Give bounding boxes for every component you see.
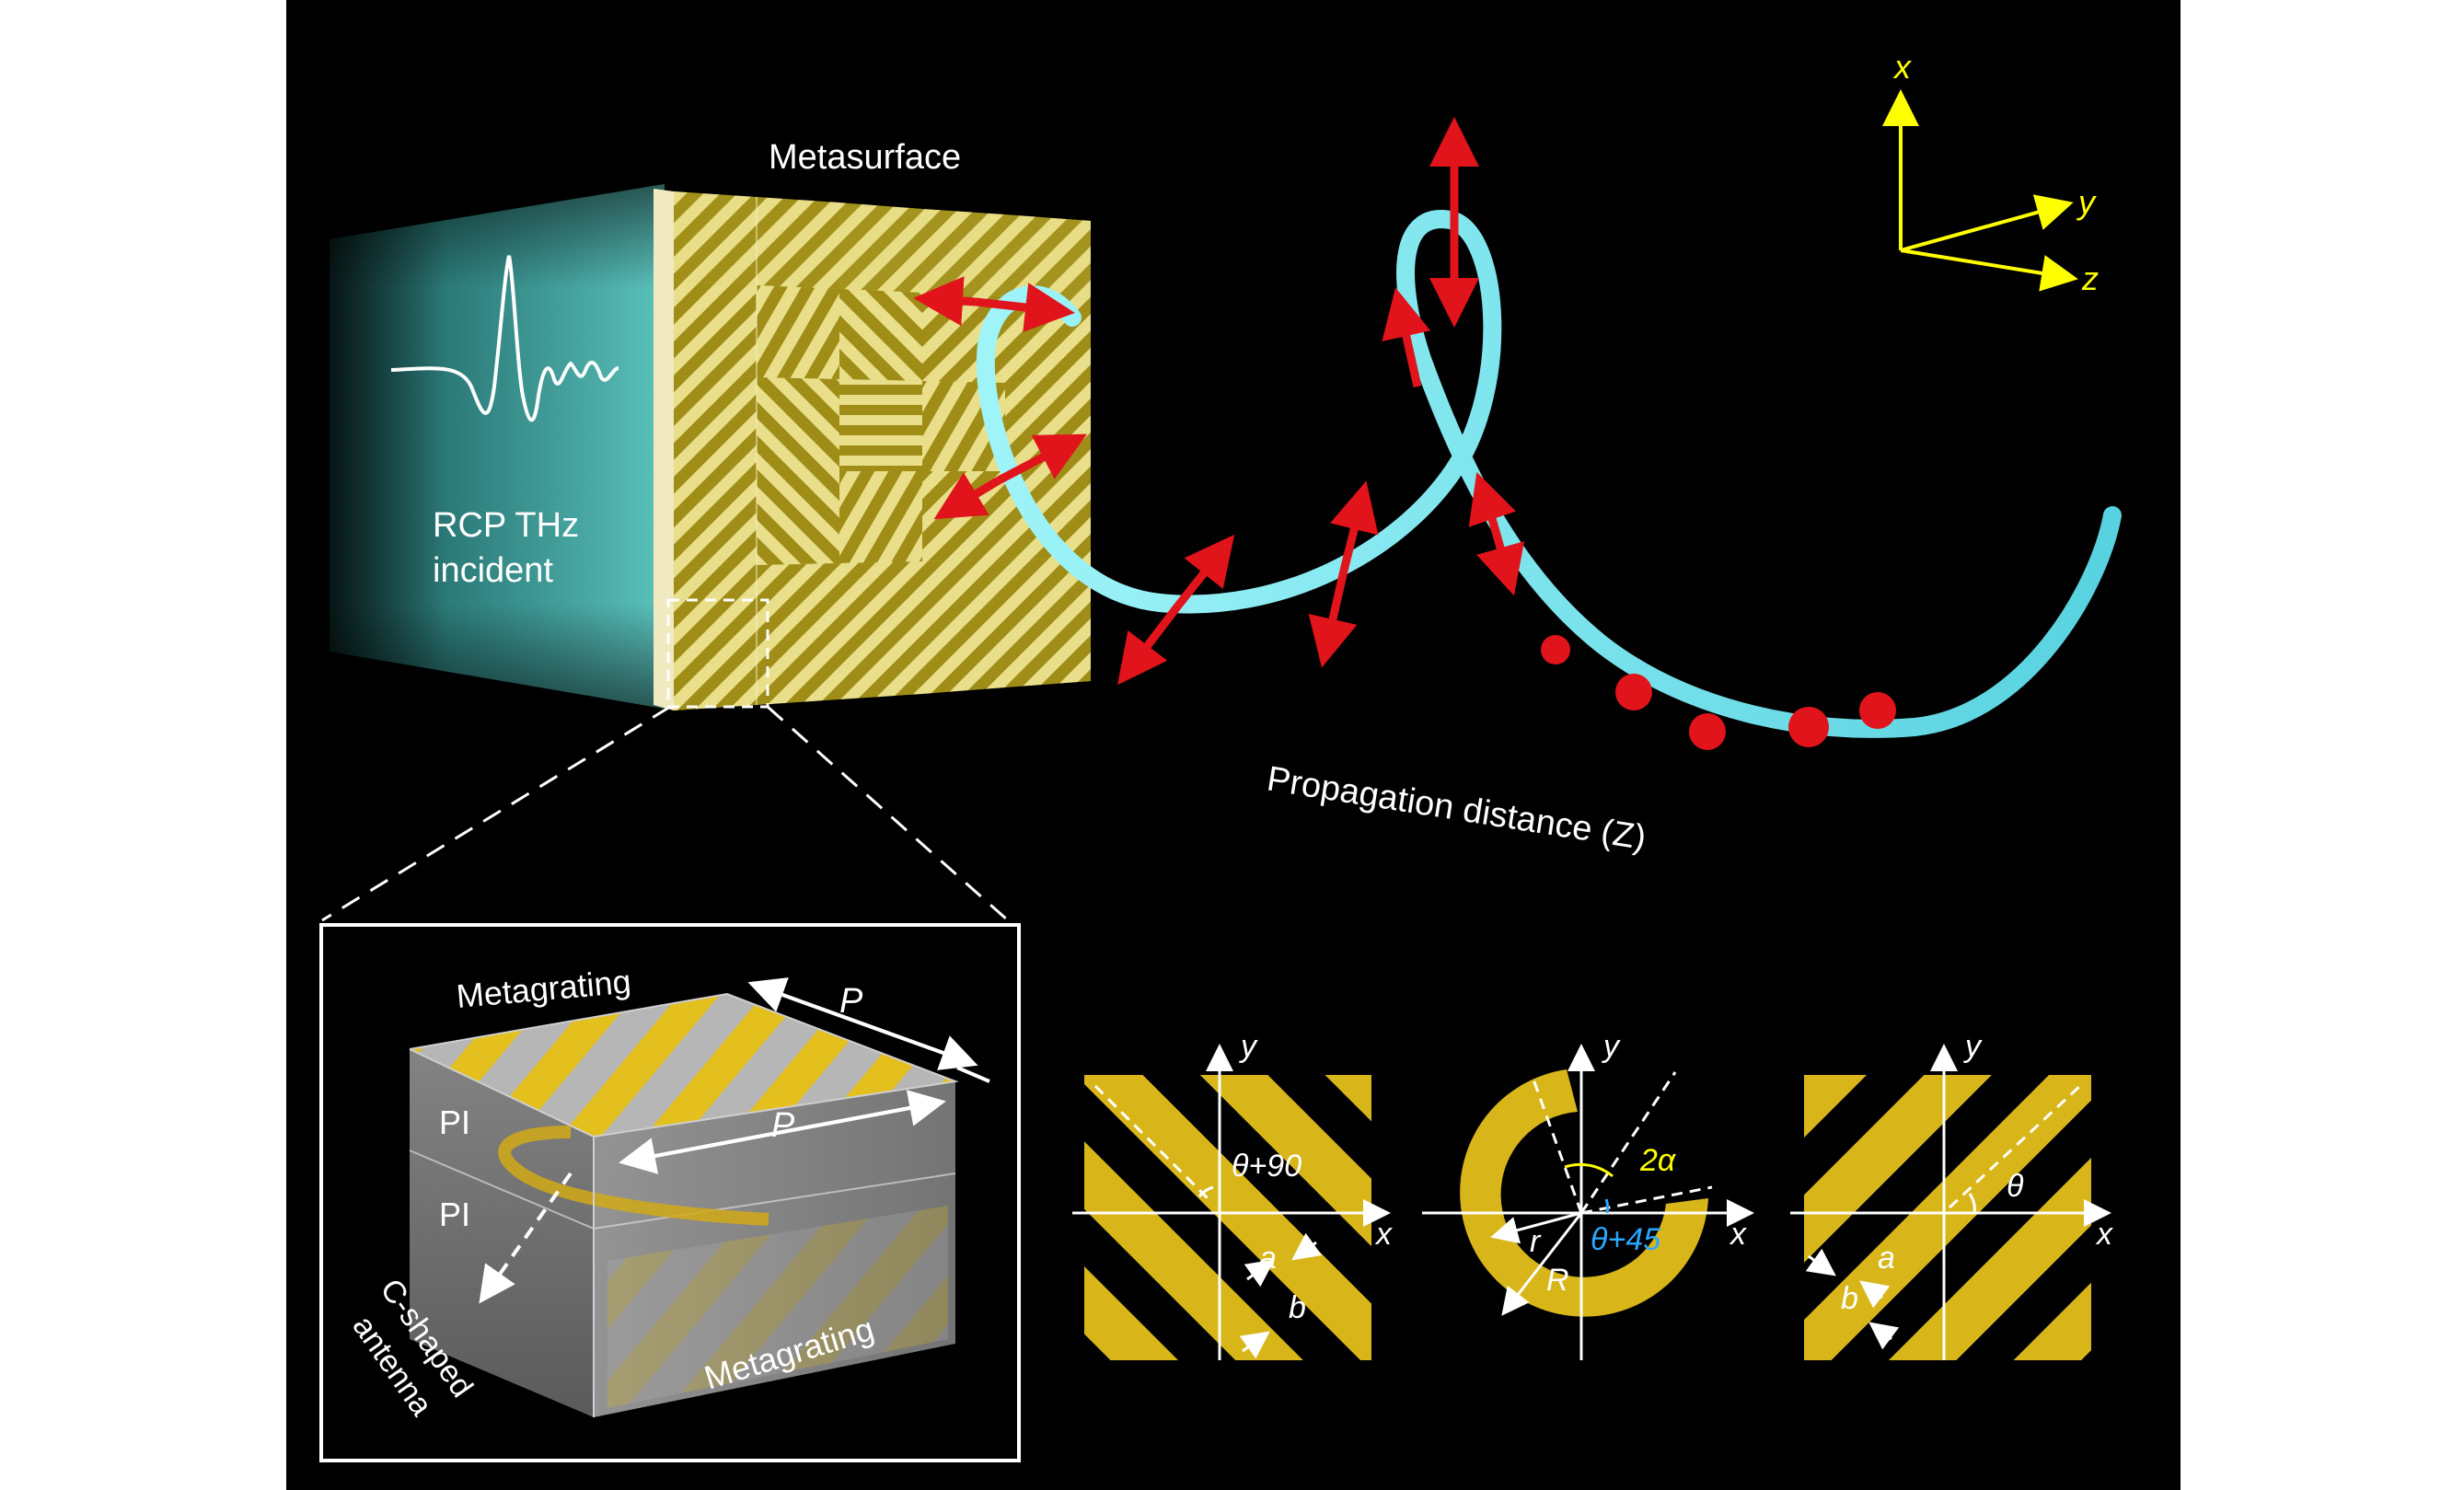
- zoom-guides: [321, 705, 1009, 922]
- polarization-dots: [1541, 635, 1896, 750]
- center-axis-x: x: [1729, 1217, 1747, 1252]
- center-angle-label: θ+45: [1591, 1222, 1660, 1257]
- unit-cell-inset: Metagrating Metagrating P P PI PI C-shap…: [319, 923, 1021, 1462]
- incident-beam: RCP THz incident: [330, 184, 665, 709]
- right-angle-label: θ: [2007, 1169, 2024, 1204]
- right-axis-x: x: [2095, 1217, 2113, 1252]
- inset-frame: [319, 923, 1021, 1462]
- axis-label-z: z: [2081, 260, 2099, 297]
- left-width-a: a: [1259, 1241, 1277, 1276]
- right-width-b: b: [1841, 1281, 1858, 1316]
- incident-label-line2: incident: [433, 551, 553, 590]
- pi-label-top: PI: [439, 1103, 470, 1141]
- axis-triad: [1882, 89, 2078, 292]
- left-axis-x: x: [1374, 1217, 1393, 1252]
- left-angle-label: θ+90: [1232, 1149, 1301, 1184]
- left-axis-y: y: [1239, 1029, 1258, 1064]
- c-ring-shape: [1460, 1069, 1708, 1317]
- axis-label-x: x: [1892, 48, 1913, 86]
- center-alpha-label: 2α: [1639, 1143, 1677, 1178]
- helix-path: [977, 210, 2122, 738]
- left-width-b: b: [1289, 1290, 1306, 1325]
- polarization-arrows: [913, 117, 1525, 686]
- right-width-a: a: [1878, 1241, 1895, 1276]
- incident-label-line1: RCP THz: [433, 506, 579, 545]
- metasurface: Metasurface: [654, 138, 1091, 710]
- center-inner-radius: r: [1530, 1224, 1542, 1259]
- center-outer-radius: R: [1546, 1263, 1569, 1298]
- pi-label-bottom: PI: [439, 1195, 470, 1233]
- panel-c-antenna: x y 2α θ+45 r R: [1422, 1029, 1754, 1360]
- axis-label-y: y: [2076, 183, 2097, 221]
- panel-grating-left: x y θ+90 a b: [1072, 1029, 1393, 1360]
- panel-grating-right: x y θ a b: [1790, 1029, 2113, 1360]
- metasurface-tiles: [674, 191, 1091, 710]
- period-label-middle: P: [771, 1106, 795, 1145]
- unit-cell-highlight: [666, 598, 769, 709]
- period-label-top: P: [839, 982, 863, 1021]
- thz-pulse-waveform: [390, 255, 619, 422]
- c-shaped-antenna: [498, 1126, 769, 1226]
- center-axis-y: y: [1602, 1029, 1621, 1064]
- right-axis-y: y: [1963, 1029, 1983, 1064]
- metasurface-label: Metasurface: [769, 138, 961, 177]
